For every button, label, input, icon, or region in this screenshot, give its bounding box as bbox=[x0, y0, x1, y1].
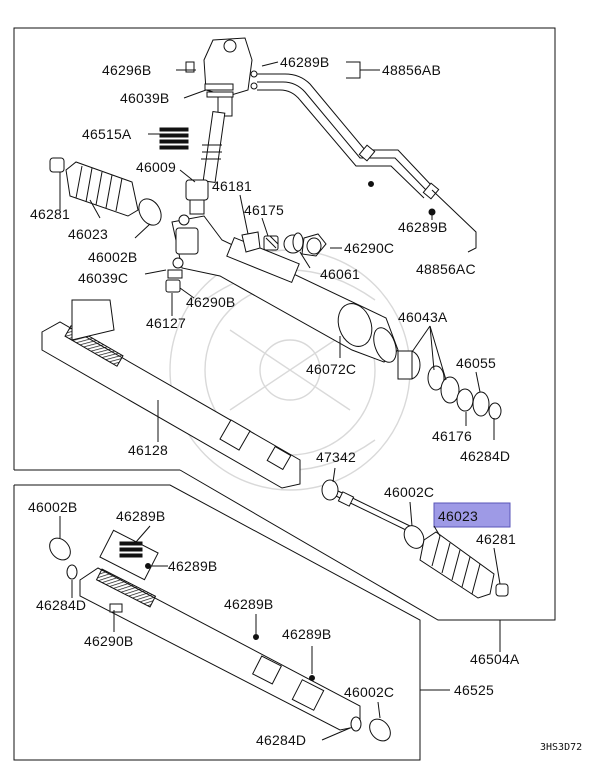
label-46296B[interactable]: 46296B bbox=[102, 62, 151, 78]
pressure-tubes bbox=[250, 70, 440, 216]
label-46289B-e[interactable]: 46289B bbox=[224, 596, 273, 612]
label-46176[interactable]: 46176 bbox=[432, 428, 472, 444]
diagram-code: 3HS3D72 bbox=[540, 742, 582, 753]
label-46039C[interactable]: 46039C bbox=[78, 270, 128, 286]
label-47342[interactable]: 47342 bbox=[316, 449, 356, 465]
seal-stack-lower bbox=[119, 541, 143, 558]
label-46289B-b[interactable]: 46289B bbox=[398, 219, 447, 235]
label-46128[interactable]: 46128 bbox=[128, 442, 168, 458]
label-46284D-top[interactable]: 46284D bbox=[460, 448, 510, 464]
label-46289B-f[interactable]: 46289B bbox=[282, 626, 331, 642]
leader-lines bbox=[59, 61, 501, 741]
label-46043A[interactable]: 46043A bbox=[398, 309, 448, 325]
label-46281-mid[interactable]: 46281 bbox=[476, 531, 516, 547]
label-46289B-c[interactable]: 46289B bbox=[116, 508, 165, 524]
label-46289B-d[interactable]: 46289B bbox=[168, 558, 217, 574]
label-46281-top[interactable]: 46281 bbox=[30, 206, 70, 222]
label-46002C-bot[interactable]: 46002C bbox=[344, 684, 394, 700]
label-46289B-a[interactable]: 46289B bbox=[280, 54, 329, 70]
label-46055[interactable]: 46055 bbox=[456, 355, 496, 371]
part-labels: 46296B 46039B 46515A 46009 46281 46023 4… bbox=[28, 54, 582, 753]
label-46072C[interactable]: 46072C bbox=[306, 361, 356, 377]
boot-46023-upper bbox=[49, 157, 162, 226]
frame-lines bbox=[13, 27, 556, 761]
label-46290C[interactable]: 46290C bbox=[344, 240, 394, 256]
label-46181[interactable]: 46181 bbox=[212, 178, 252, 194]
rack-guide-parts bbox=[241, 231, 327, 257]
label-48856AB[interactable]: 48856AB bbox=[382, 62, 441, 78]
tie-rod-47342 bbox=[321, 479, 411, 532]
label-46061[interactable]: 46061 bbox=[320, 266, 360, 282]
label-46515A[interactable]: 46515A bbox=[82, 126, 132, 142]
boot-46023-mid bbox=[403, 525, 509, 599]
label-46023-top[interactable]: 46023 bbox=[68, 226, 108, 242]
label-46009[interactable]: 46009 bbox=[136, 159, 176, 175]
rack-46128 bbox=[41, 299, 301, 489]
seal-stack-46515A bbox=[159, 127, 189, 150]
label-46002C-top[interactable]: 46002C bbox=[384, 484, 434, 500]
label-46290B-top[interactable]: 46290B bbox=[186, 294, 235, 310]
label-46284D-bot-right[interactable]: 46284D bbox=[256, 732, 306, 748]
label-48856AC[interactable]: 48856AC bbox=[416, 261, 476, 277]
lower-housing-46525 bbox=[79, 529, 361, 731]
label-46525[interactable]: 46525 bbox=[454, 682, 494, 698]
gear-housing-46072C bbox=[171, 214, 399, 363]
label-46023-highlight[interactable]: 46023 bbox=[438, 508, 478, 524]
label-46002B-bot[interactable]: 46002B bbox=[28, 499, 77, 515]
small-fittings-left bbox=[165, 257, 184, 293]
highlight-46023[interactable] bbox=[433, 502, 511, 528]
lower-small-parts bbox=[49, 537, 391, 742]
label-46504A[interactable]: 46504A bbox=[470, 651, 520, 667]
label-46002B-top[interactable]: 46002B bbox=[88, 249, 137, 265]
pinion-valve-assembly bbox=[159, 37, 253, 215]
seal-set-46043A bbox=[397, 350, 502, 420]
label-46127[interactable]: 46127 bbox=[146, 315, 186, 331]
label-46290B-bot[interactable]: 46290B bbox=[84, 633, 133, 649]
label-46284D-bot-left[interactable]: 46284D bbox=[36, 597, 86, 613]
label-46175[interactable]: 46175 bbox=[244, 202, 284, 218]
label-46039B[interactable]: 46039B bbox=[120, 90, 169, 106]
